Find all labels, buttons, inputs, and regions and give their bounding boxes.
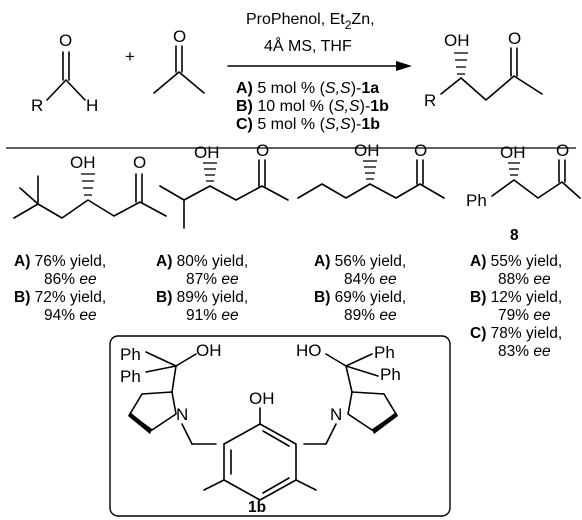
product-carbonyl-oxygen: O (508, 29, 521, 48)
ligand-structure-box: Ph Ph OH N HO Ph Ph N OH 1b (109, 335, 451, 517)
reaction-arrow (227, 61, 412, 71)
aldehyde-r-group: R (31, 96, 43, 115)
catalyst-option-b: B) 10 mol % (S,S)-1b (236, 98, 389, 115)
result-a: A) 55% yield, (470, 253, 562, 270)
phenyl-group: Ph (466, 191, 487, 210)
phenyl-3: Ph (374, 343, 395, 362)
ee-b: 89% ee (344, 307, 397, 324)
result-a: A) 56% yield, (314, 253, 406, 270)
catalyst-option-a: A) 5 mol % (S,S)-1a (236, 80, 379, 97)
carbonyl-oxygen: O (556, 141, 569, 160)
ligand-frame (109, 335, 451, 517)
product-r-group: R (424, 91, 436, 110)
ee-b: 91% ee (186, 307, 239, 324)
hydroxyl-left: OH (196, 341, 222, 360)
conditions-reagents: ProPhenol, Et2Zn, (246, 11, 375, 32)
aldehyde-reactant: O R H (31, 31, 98, 115)
example-n-propyl: OH O A) 56% yield, 84% ee B) 69% yield, … (297, 141, 445, 324)
ee-a: 86% ee (44, 271, 97, 288)
conditions-solvent: 4Å MS, THF (264, 36, 352, 55)
ee-a: 84% ee (344, 271, 397, 288)
ee-c: 83% ee (498, 343, 551, 360)
nitrogen-right: N (330, 405, 342, 424)
nitrogen-left: N (176, 405, 188, 424)
ee-a: 87% ee (186, 271, 239, 288)
result-c: C) 78% yield, (470, 325, 562, 342)
plus-sign: + (125, 47, 135, 66)
product-hydroxyl: OH (444, 31, 470, 50)
hydroxyl: OH (194, 143, 220, 162)
ee-a: 88% ee (498, 271, 551, 288)
reaction-conditions: ProPhenol, Et2Zn, 4Å MS, THF A) 5 mol % … (227, 11, 412, 133)
acetone-reactant: O (153, 27, 205, 94)
hydroxyl-right: HO (296, 341, 322, 360)
result-a: A) 76% yield, (14, 253, 106, 270)
result-b: B) 72% yield, (14, 289, 106, 306)
aldehyde-oxygen: O (59, 31, 72, 50)
aldol-product: OH O R (424, 29, 543, 110)
example-phenyl: OH O Ph 8 A) 55% yield, 88% ee B) 12% yi… (466, 141, 581, 360)
phenyl-1: Ph (120, 345, 141, 364)
ee-b: 94% ee (44, 307, 97, 324)
hydroxyl: OH (354, 141, 380, 160)
phenyl-2: Ph (120, 367, 141, 386)
phenol-ring (223, 423, 297, 501)
aldehyde-hydrogen: H (86, 96, 98, 115)
example-isopropyl: OH O A) 80% yield, 87% ee B) 89% yield, … (156, 141, 289, 324)
hydroxyl-phenol: OH (249, 389, 275, 408)
hydroxyl: OH (500, 143, 526, 162)
example-tert-butyl: OH O A) 76% yield, 86% ee B) 72% yield, … (13, 153, 167, 324)
carbonyl-oxygen: O (133, 153, 146, 172)
catalyst-option-c: C) 5 mol % (S,S)-1b (236, 116, 380, 133)
phenyl-4: Ph (380, 365, 401, 384)
carbonyl-oxygen: O (414, 141, 427, 160)
carbonyl-oxygen: O (256, 141, 269, 160)
ee-b: 79% ee (498, 307, 551, 324)
ph-bond (145, 351, 177, 367)
compound-number: 8 (510, 227, 519, 244)
result-a: A) 80% yield, (156, 253, 248, 270)
ketone-oxygen: O (173, 27, 186, 46)
result-b: B) 12% yield, (470, 289, 562, 306)
result-b: B) 69% yield, (314, 289, 406, 306)
result-b: B) 89% yield, (156, 289, 248, 306)
ligand-compound-number: 1b (248, 499, 266, 516)
hydroxyl: OH (70, 153, 96, 172)
